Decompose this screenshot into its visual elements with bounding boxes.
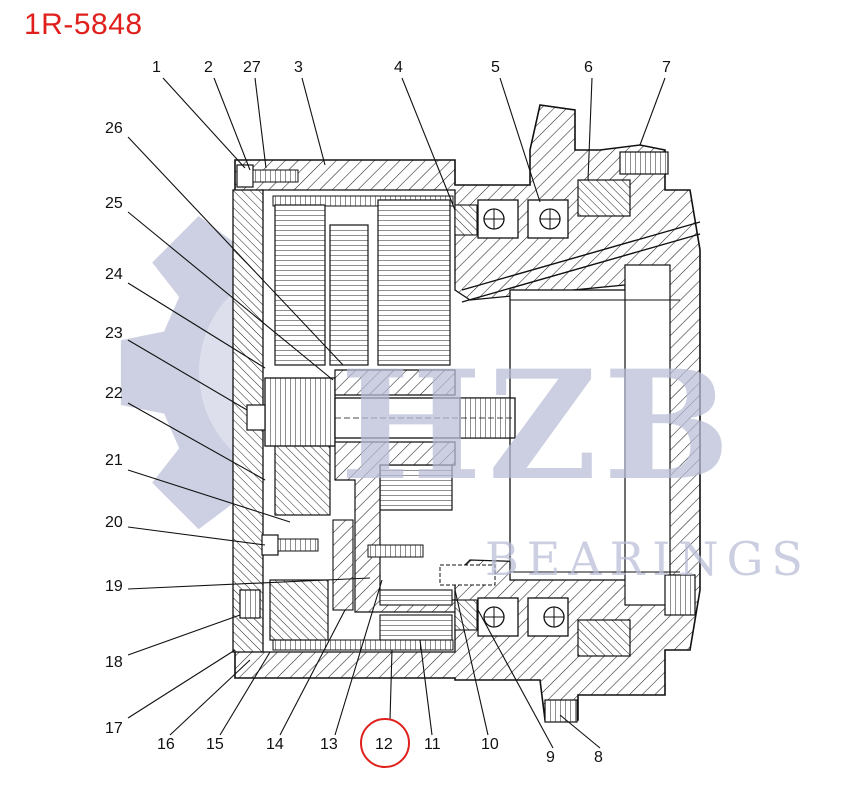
planet-gear-upper-3 [377,199,451,366]
callouts-bottom: 16 15 14 13 12 11 10 9 8 [157,736,603,766]
callout-8: 8 [594,749,603,766]
callout-15: 15 [206,736,224,753]
bolt-bottom-left [239,589,261,619]
planet-gear-upper-1 [274,204,326,366]
input-shaft [246,377,516,447]
leader-lines [127,77,666,749]
bearing-upper-1 [477,199,519,239]
callout-13: 13 [320,736,338,753]
callout-11: 11 [424,736,441,753]
planet-gear-lower-1 [274,444,331,516]
watermark-text: HZB BEARINGS [340,338,811,586]
planet-carrier [334,369,456,641]
callout-22: 22 [105,385,123,402]
callout-27: 27 [243,59,261,76]
bearing-lower-1 [477,597,519,637]
callout-25: 25 [105,195,123,212]
watermark-sub-text: BEARINGS [485,532,811,586]
callout-14: 14 [266,736,284,753]
callout-18: 18 [105,654,123,671]
callout-21: 21 [105,452,123,469]
bolt-bottom-right [544,574,696,723]
bolt-top-right [619,151,669,175]
bolt-top-left [236,164,299,188]
callout-5: 5 [491,59,500,76]
callout-3: 3 [294,59,303,76]
highlight-circle-callout-12 [360,718,410,768]
callout-12: 12 [375,736,393,753]
watermark-logo-text: HZB [340,338,736,514]
seal-lower [454,599,631,657]
callout-6: 6 [584,59,593,76]
callout-17: 17 [105,720,123,737]
callout-7: 7 [662,59,671,76]
bolt-carrier [367,544,424,558]
callout-2: 2 [204,59,213,76]
ring-gear [272,195,454,651]
pin-dashed [439,564,496,586]
part-number-title: 1R-5848 [24,8,143,41]
callout-19: 19 [105,578,123,595]
bearing-upper-2 [527,199,569,239]
callouts-top: 1 2 27 3 4 5 6 7 [152,59,671,76]
callout-9: 9 [546,749,555,766]
lower-ring-block [269,519,354,641]
callout-4: 4 [394,59,403,76]
callout-26: 26 [105,120,123,137]
callout-16: 16 [157,736,175,753]
callout-1: 1 [152,59,161,76]
callout-10: 10 [481,736,499,753]
seal-upper [454,179,631,236]
callout-23: 23 [105,325,123,342]
callouts-left: 26 25 24 23 22 21 20 19 18 17 [105,120,123,737]
callout-24: 24 [105,266,123,283]
planet-gear-upper-2 [329,224,369,366]
bearing-lower-2 [527,597,569,637]
callout-20: 20 [105,514,123,531]
